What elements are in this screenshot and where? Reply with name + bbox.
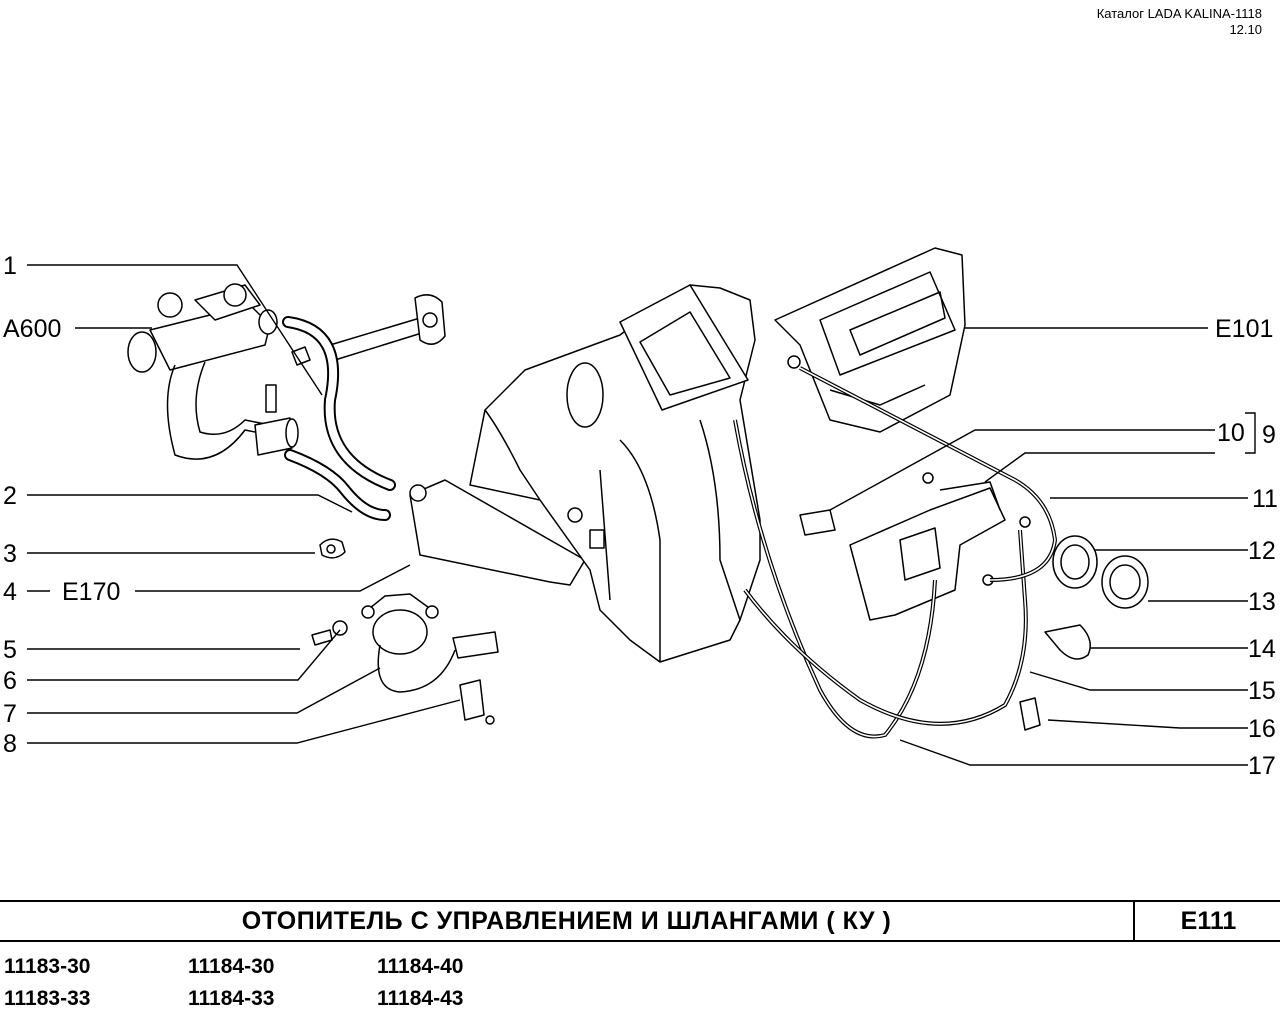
hoses-drawing <box>282 316 396 521</box>
leader-lines <box>27 264 1256 766</box>
model-code: 11183-33 <box>4 987 91 1010</box>
blower-module-drawing <box>774 247 966 433</box>
callout-7: 7 <box>3 700 17 728</box>
knobs-drawing <box>1044 535 1149 660</box>
motor-drawing <box>311 593 499 725</box>
callout-12: 12 <box>1248 537 1276 565</box>
clamp-drawing <box>319 538 346 559</box>
callout-16: 16 <box>1248 715 1276 743</box>
callout-11: 11 <box>1252 485 1278 513</box>
callout-9: 9 <box>1262 421 1276 449</box>
callout-2: 2 <box>3 482 17 510</box>
model-code: 11184-30 <box>188 955 275 978</box>
callout-a600: A600 <box>3 315 61 343</box>
catalog-title: Каталог LADA KALINA-1118 <box>1096 6 1262 21</box>
callout-4: 4 <box>3 578 17 606</box>
control-unit-drawing <box>799 472 1041 731</box>
callout-14: 14 <box>1248 635 1276 663</box>
title-bar: ОТОПИТЕЛЬ С УПРАВЛЕНИЕМ И ШЛАНГАМИ ( КУ … <box>0 900 1280 942</box>
cables-drawing <box>733 366 1058 739</box>
section-code: E111 <box>1133 902 1280 940</box>
callout-13: 13 <box>1248 588 1276 616</box>
heater-housing-drawing <box>409 284 761 663</box>
model-code: 11183-30 <box>4 955 91 978</box>
callout-5: 5 <box>3 636 17 664</box>
callout-e170: E170 <box>62 578 120 606</box>
callout-1: 1 <box>3 252 17 280</box>
callout-10: 10 <box>1217 419 1245 447</box>
callout-3: 3 <box>3 540 17 568</box>
callout-17: 17 <box>1248 752 1276 780</box>
model-code: 11184-40 <box>377 955 464 978</box>
callout-15: 15 <box>1248 677 1276 705</box>
model-code: 11184-33 <box>188 987 275 1010</box>
callout-8: 8 <box>3 730 17 758</box>
model-code: 11184-43 <box>377 987 464 1010</box>
callout-e101: E101 <box>1215 315 1273 343</box>
catalog-header: Каталог LADA KALINA-1118 12.10 <box>1097 6 1262 38</box>
callout-6: 6 <box>3 667 17 695</box>
page-title: ОТОПИТЕЛЬ С УПРАВЛЕНИЕМ И ШЛАНГАМИ ( КУ … <box>241 907 892 935</box>
catalog-date: 12.10 <box>1229 22 1262 37</box>
heater-tap-drawing <box>127 283 446 460</box>
